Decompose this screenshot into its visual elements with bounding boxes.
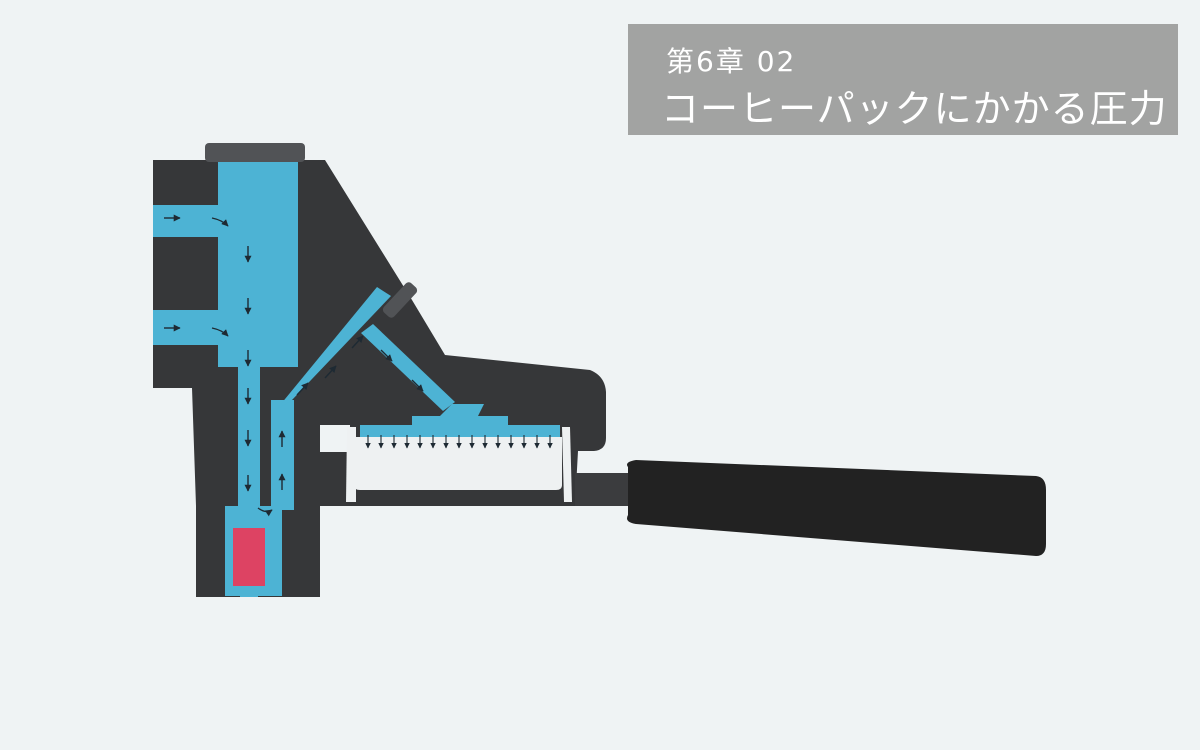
down-pipe	[238, 365, 260, 510]
basket-rim-right	[562, 427, 572, 502]
basket-rim-left	[346, 427, 356, 502]
title-box: 第6章 02 コーヒーパックにかかる圧力	[628, 24, 1178, 135]
flow-arrows	[164, 214, 424, 517]
top-cap	[205, 143, 305, 162]
water-reservoir	[218, 162, 298, 367]
steam-valve	[382, 282, 418, 318]
chapter-number: 第6章 02	[666, 45, 797, 78]
branch-pipe	[361, 324, 455, 411]
riser-pipe	[271, 400, 294, 510]
page-title: コーヒーパックにかかる圧力	[661, 87, 1168, 131]
handle-arm	[575, 473, 628, 506]
extraction-arrows	[365, 435, 553, 449]
diagonal-pipe	[276, 287, 391, 410]
portafilter-handle	[627, 460, 1046, 556]
heating-element	[233, 528, 265, 586]
inlet-pipe-lower	[153, 310, 219, 345]
bottom-outlet	[240, 590, 258, 597]
filter-basket	[354, 437, 562, 490]
shower-head	[360, 404, 560, 438]
inlet-pipe-upper	[153, 205, 219, 237]
